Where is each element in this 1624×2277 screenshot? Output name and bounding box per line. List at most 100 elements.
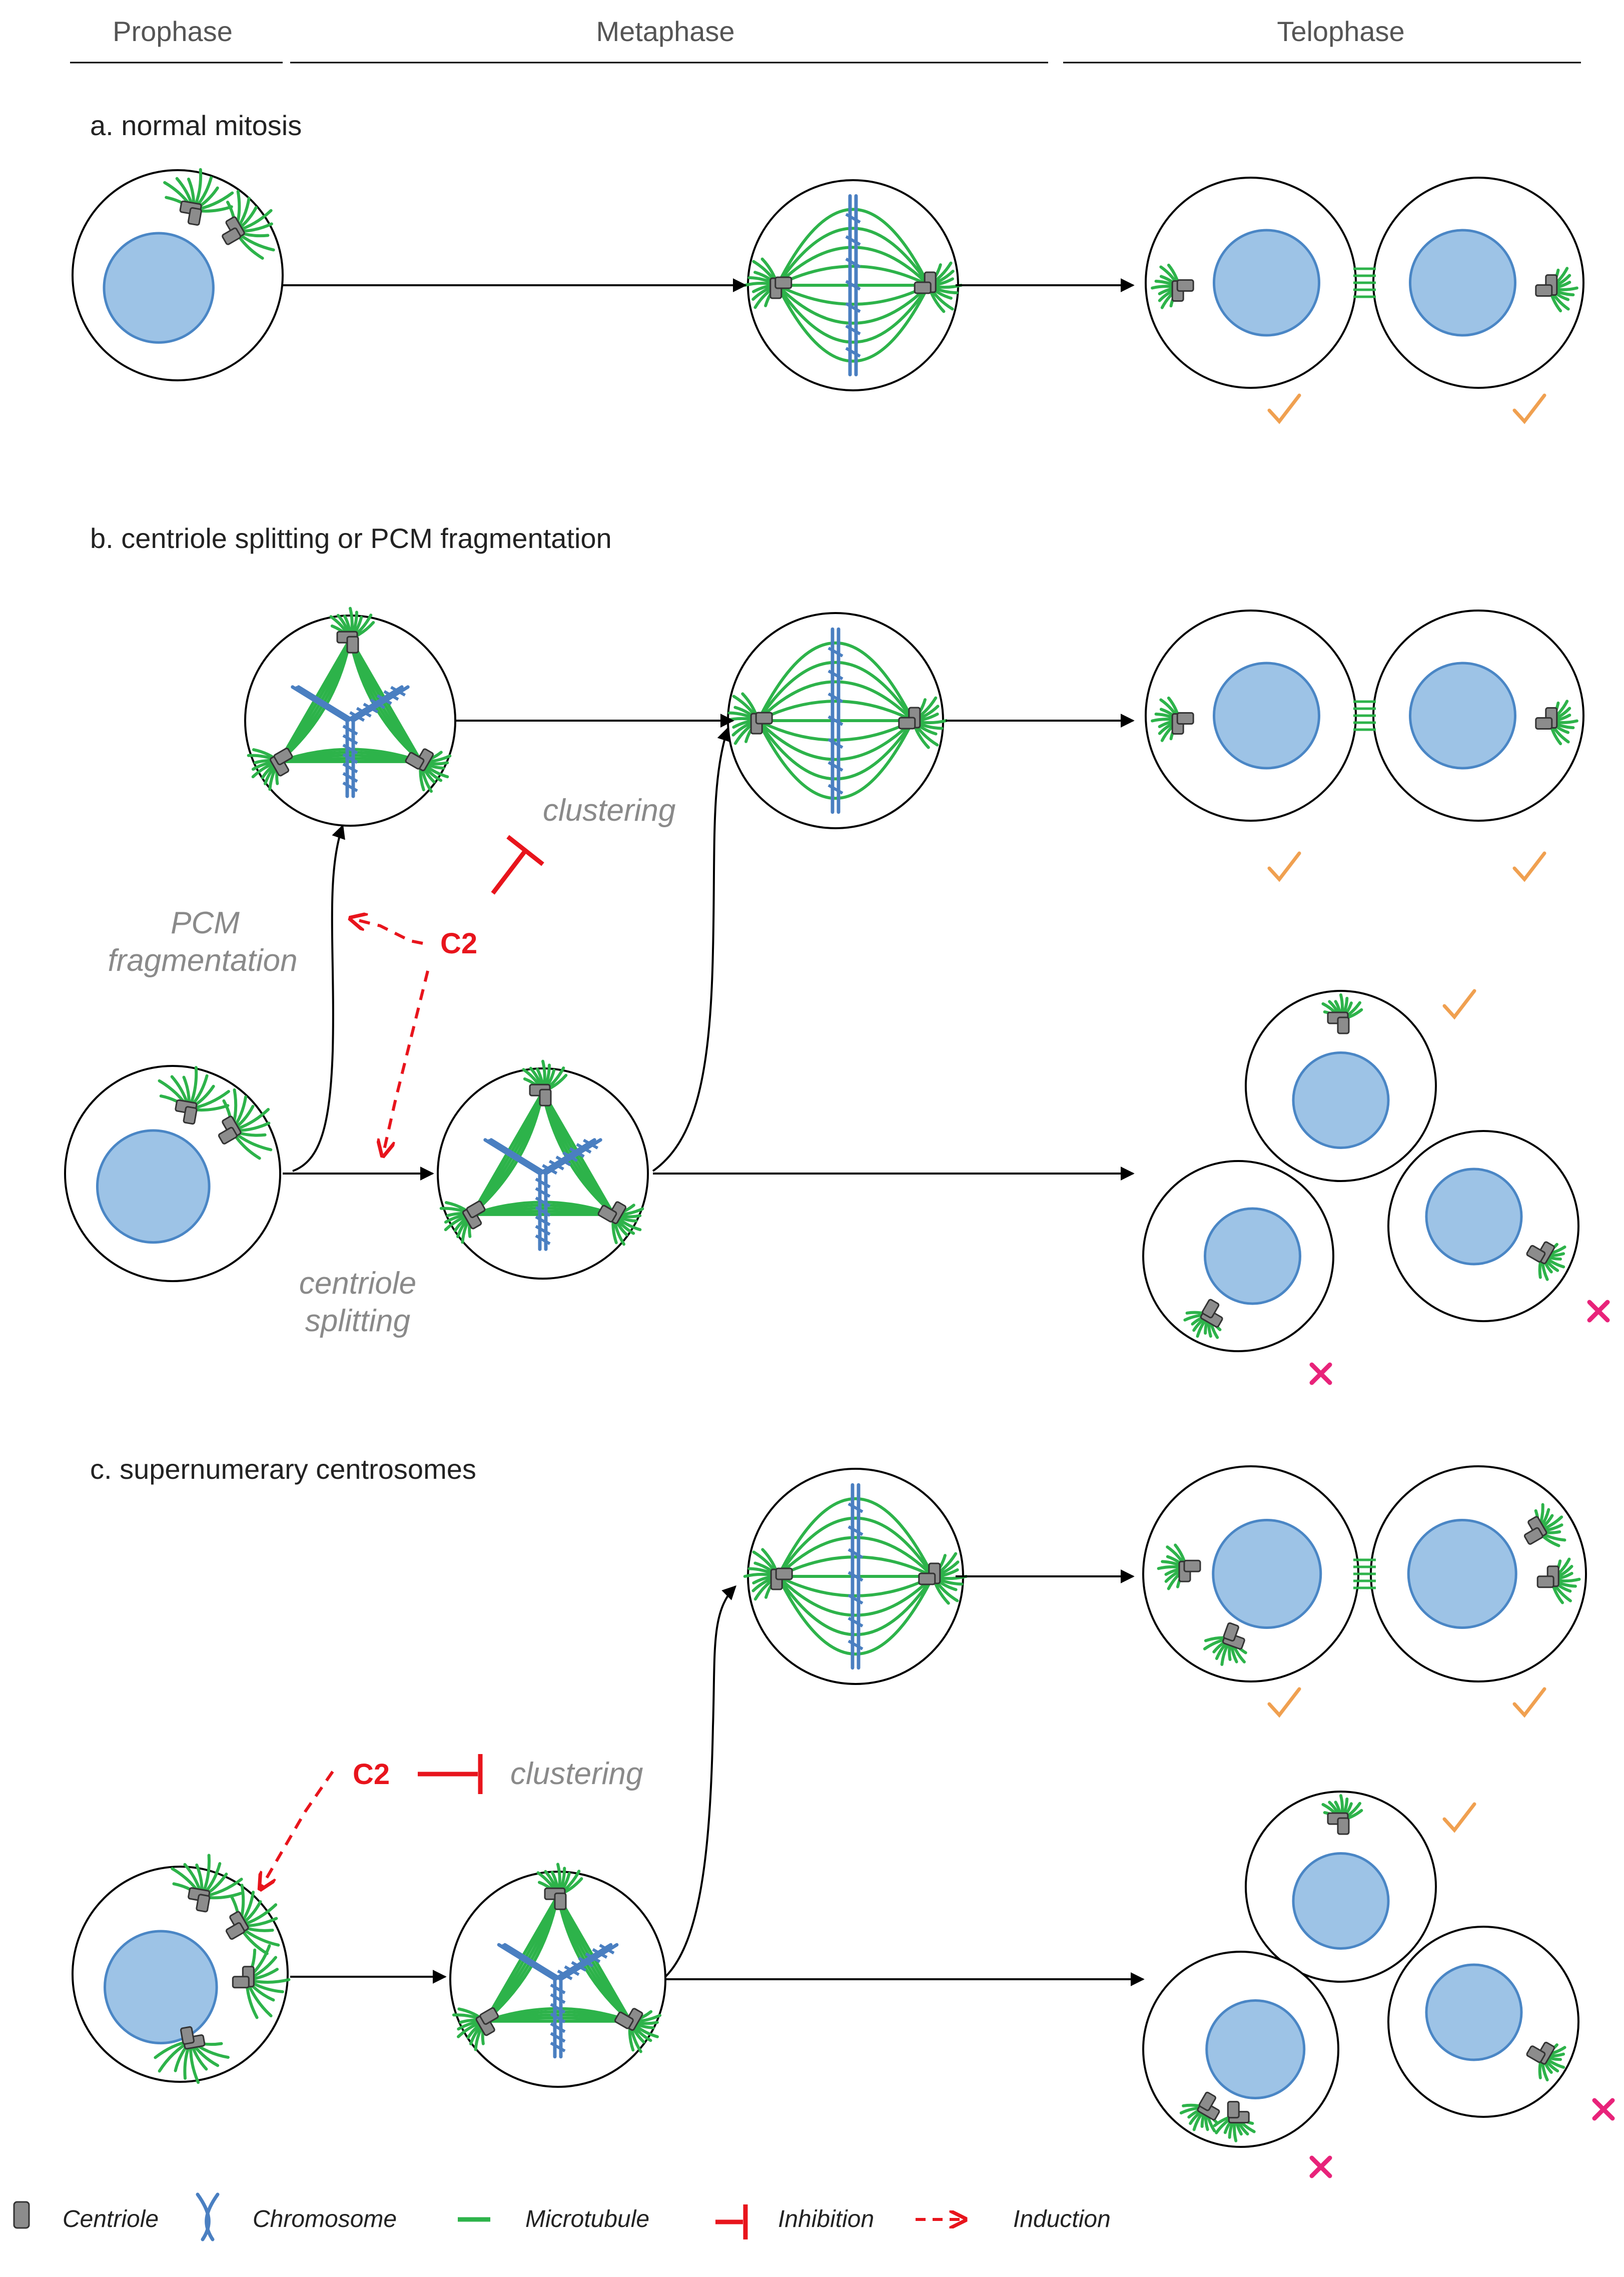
cell-b-multipolar-bottom <box>437 1059 649 1280</box>
centrosome <box>439 1201 486 1244</box>
cell-b-prophase <box>64 1065 281 1282</box>
nucleus <box>1407 1519 1517 1629</box>
centriole <box>405 752 425 770</box>
microtubule <box>756 720 915 800</box>
check-icon <box>1512 851 1546 882</box>
nucleus <box>1292 1051 1390 1149</box>
centriole <box>225 1922 245 1940</box>
centriole <box>1526 1245 1546 1263</box>
legend-microtubule-label: Microtubule <box>525 2206 649 2232</box>
microtubule <box>776 1516 935 1577</box>
centriole <box>218 1126 238 1145</box>
centriole <box>914 281 932 294</box>
microtubule <box>757 719 914 742</box>
centrosome <box>247 748 293 791</box>
nucleus <box>103 1930 218 2045</box>
arrow-b-clustering-up <box>652 727 731 1172</box>
centrosome <box>1151 263 1194 309</box>
centrosome <box>1213 2101 1256 2142</box>
cell-a-prophase <box>72 168 284 381</box>
chromosome <box>848 1483 864 1670</box>
cell-c-tri-right <box>1387 1926 1579 2118</box>
section-title-a: a. normal mitosis <box>90 110 302 141</box>
centrosome <box>1321 993 1363 1034</box>
nucleus <box>1213 229 1320 337</box>
centriole <box>346 636 359 654</box>
centrosome <box>1203 1622 1247 1666</box>
centrosome <box>743 257 792 309</box>
centriole <box>539 1088 552 1106</box>
microtubule <box>777 1575 934 1597</box>
cell-a-daughter-right <box>1372 177 1584 389</box>
phase-label-telophase: Telophase <box>1277 16 1404 47</box>
nucleus <box>1292 1852 1390 1950</box>
section-title-b: b. centriole splitting or PCM fragmentat… <box>90 522 612 554</box>
microtubule <box>756 661 915 722</box>
microtubule <box>776 246 930 287</box>
microtubule <box>756 641 915 722</box>
centrosome <box>452 2007 499 2051</box>
centrosome <box>522 1059 568 1106</box>
chromosome <box>535 1172 551 1251</box>
microtubule <box>776 284 930 344</box>
chromosome <box>553 1943 619 1981</box>
section-title-c: c. supernumerary centrosomes <box>90 1453 476 1485</box>
microtubule <box>776 1575 935 1636</box>
legend-centriole-label: Centriole <box>63 2206 159 2232</box>
centrosome <box>329 607 375 654</box>
cell-b-daughter-right <box>1372 610 1584 822</box>
cell-c-tri-top <box>1245 1791 1437 1983</box>
centrosome <box>1536 1557 1581 1604</box>
nucleus <box>1409 229 1516 337</box>
check-icon <box>1267 1687 1301 1718</box>
centriole <box>898 717 916 730</box>
drug-label-c2-b: C2 <box>440 927 477 960</box>
cell-c-daughter-right <box>1370 1465 1587 1682</box>
centriole <box>554 1892 567 1910</box>
legend-inhibition-icon <box>715 2204 748 2239</box>
induction-arrows-b <box>350 918 429 1156</box>
centriole <box>232 1976 250 1989</box>
nucleus <box>1212 1519 1322 1629</box>
midbody-bridge <box>1353 267 1376 298</box>
chromosome <box>845 194 861 376</box>
centriole <box>1183 1559 1201 1572</box>
phase-label-prophase: Prophase <box>113 16 233 47</box>
cell-c-multipolar <box>449 1863 666 2088</box>
nucleus <box>96 1129 211 1244</box>
cross-icon <box>1587 1300 1610 1323</box>
chromosome <box>828 627 844 814</box>
nucleus <box>1425 1963 1523 2061</box>
microtubule <box>776 1497 935 1577</box>
centrosome <box>171 1854 243 1913</box>
nucleus <box>1213 662 1320 770</box>
cell-b-multipolar-top <box>244 607 456 827</box>
microtubule <box>776 1575 935 1656</box>
centrosome <box>1151 696 1194 742</box>
induction-arrow-c <box>260 1771 334 1889</box>
centriole <box>1526 2045 1546 2063</box>
centrosome <box>597 1201 644 1246</box>
cell-b-tri-left <box>1142 1160 1334 1352</box>
centriole <box>1176 712 1194 725</box>
label-fragmentation: fragmentation <box>108 943 297 978</box>
microtubule <box>756 720 915 781</box>
centrosome <box>1523 1503 1566 1547</box>
centriole <box>1176 279 1194 292</box>
label-clustering-b: clustering <box>543 793 675 828</box>
cross-icon <box>1309 1362 1332 1385</box>
check-icon <box>1512 393 1546 424</box>
cell-b-tri-right <box>1387 1130 1579 1322</box>
microtubule <box>777 1536 934 1578</box>
inhibition-symbol-b <box>491 835 544 895</box>
check-icon <box>1512 1687 1546 1718</box>
centriole <box>775 1567 793 1580</box>
centrosome <box>614 2008 661 2053</box>
centriole <box>1202 1299 1220 1319</box>
check-icon <box>1267 851 1301 882</box>
centrosome <box>222 190 275 260</box>
centriole <box>774 276 792 289</box>
centriole <box>273 748 293 766</box>
